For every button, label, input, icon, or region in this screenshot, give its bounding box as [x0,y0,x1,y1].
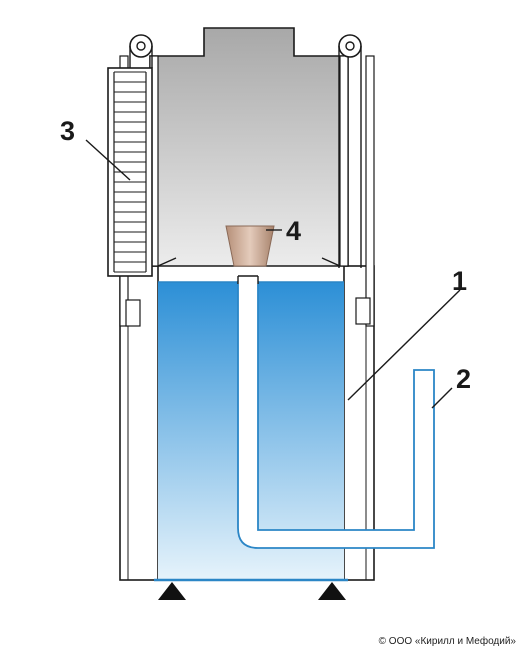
cables [129,46,362,268]
copyright-notice: © ООО «Кирилл и Мефодий» [379,635,517,647]
label-1: 1 [452,266,467,296]
gas-bell [149,27,349,267]
label-2: 2 [456,364,471,394]
leader-lines [85,139,461,409]
label-3: 3 [60,116,75,146]
counterweight-stack [107,67,153,277]
pulley-left [129,34,153,58]
inner-tube [237,275,435,549]
label-4: 4 [286,216,301,246]
support-legs [158,582,346,600]
pulley-right [338,34,362,58]
funnel [225,225,275,267]
